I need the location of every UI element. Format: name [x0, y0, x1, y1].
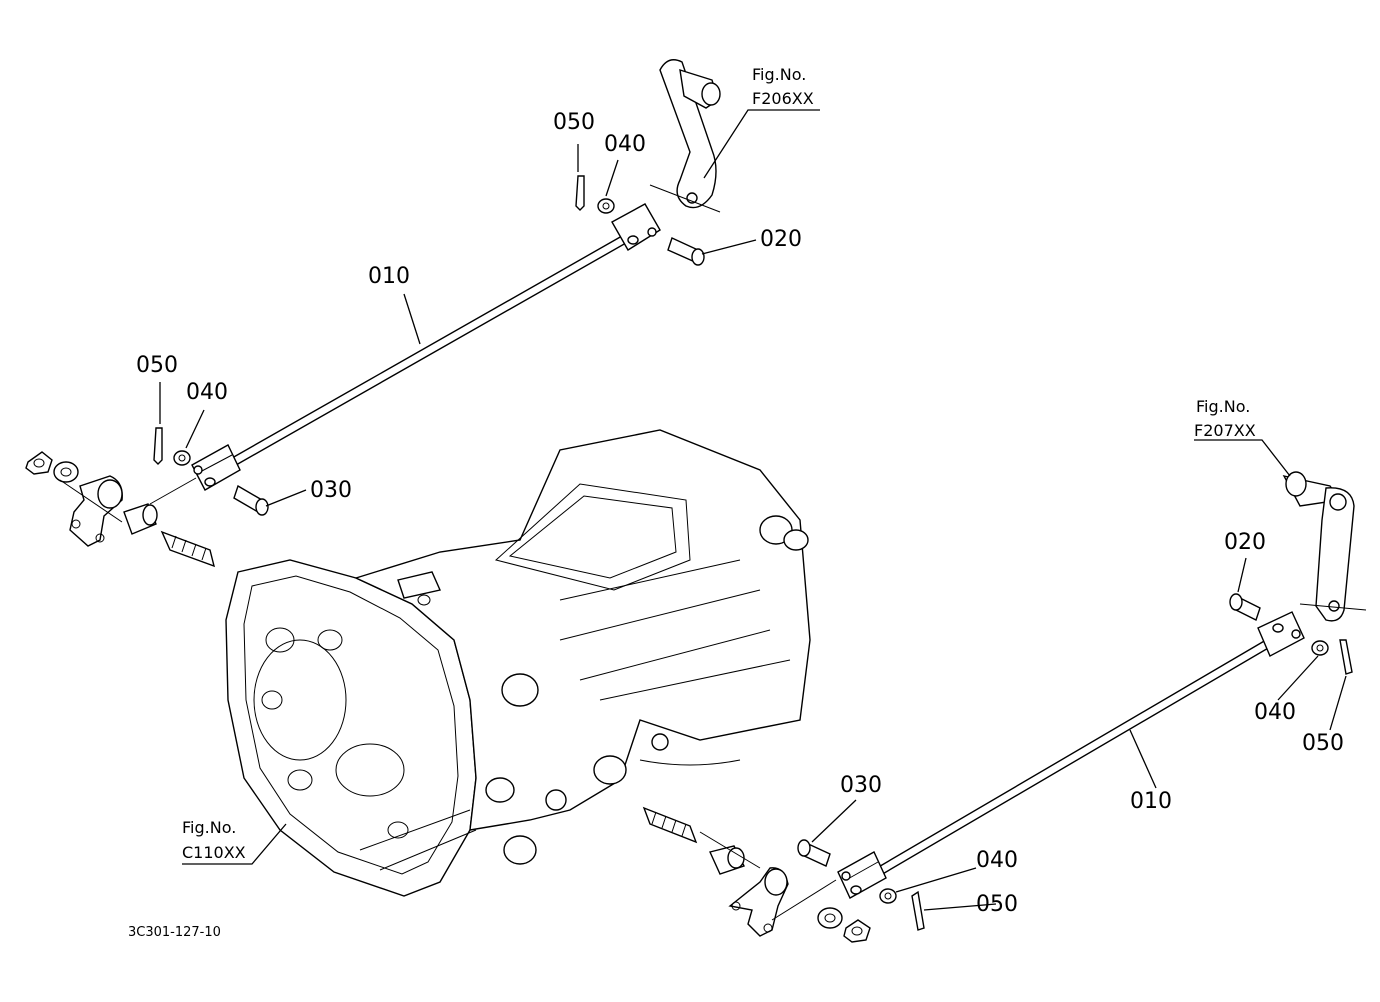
callout-040-left: 040 [186, 380, 228, 405]
callout-040-right: 040 [1254, 700, 1296, 725]
left-shaft-parts [25, 451, 215, 568]
fig-ref-top-line1: Fig.No. [752, 65, 806, 84]
clevis-lower-left [191, 444, 241, 491]
fig-ref-left-line1: Fig.No. [182, 818, 236, 837]
callout-050-top: 050 [553, 110, 595, 135]
callout-050-right: 050 [1302, 731, 1344, 756]
callout-050-left: 050 [136, 353, 178, 378]
cotter-pin-050-left [153, 427, 163, 465]
bottom-shaft-parts [642, 806, 871, 943]
gearbox-housing [225, 429, 811, 897]
fig-ref-top-line2: F206XX [752, 89, 814, 108]
top-rod-assembly [25, 59, 721, 568]
callout-020-top: 020 [760, 227, 802, 252]
washer-040-top [597, 198, 615, 214]
diagram-code: 3C301-127-10 [128, 925, 221, 940]
callout-030-left: 030 [310, 478, 352, 503]
leader-lines [159, 109, 1347, 911]
callout-050-bottom: 050 [976, 892, 1018, 917]
lever-arm-upper [649, 59, 721, 213]
clevis-upper-top [611, 203, 661, 251]
callout-030-bottom: 030 [840, 773, 882, 798]
lever-arm-right [1282, 471, 1367, 622]
callout-040-bottom: 040 [976, 848, 1018, 873]
fig-ref-left-line2: C110XX [182, 843, 246, 862]
rod-010-bottom [869, 639, 1271, 880]
fig-ref-right-line1: Fig.No. [1196, 397, 1250, 416]
cotter-pin-050-right [1339, 639, 1353, 675]
clevis-right [1257, 611, 1305, 657]
callout-040-top: 040 [604, 132, 646, 157]
rod-010-top [224, 235, 627, 470]
washer-040-bottom [879, 888, 897, 904]
cotter-pin-050-top [575, 175, 585, 211]
fig-ref-right-line2: F207XX [1194, 421, 1256, 440]
callout-010-bottom: 010 [1130, 789, 1172, 814]
washer-040-right [1311, 640, 1329, 656]
clevis-lower-bottom [837, 851, 887, 899]
callout-labels: 050 040 020 010 050 040 030 020 040 050 … [136, 110, 1344, 917]
fig-references: Fig.No. F206XX Fig.No. F207XX Fig.No. C1… [182, 65, 1256, 862]
callout-010-top: 010 [368, 264, 410, 289]
callout-020-right: 020 [1224, 530, 1266, 555]
cotter-pin-050-bottom [911, 890, 925, 931]
washer-040-left [173, 450, 191, 466]
bottom-rod-assembly [642, 471, 1367, 943]
